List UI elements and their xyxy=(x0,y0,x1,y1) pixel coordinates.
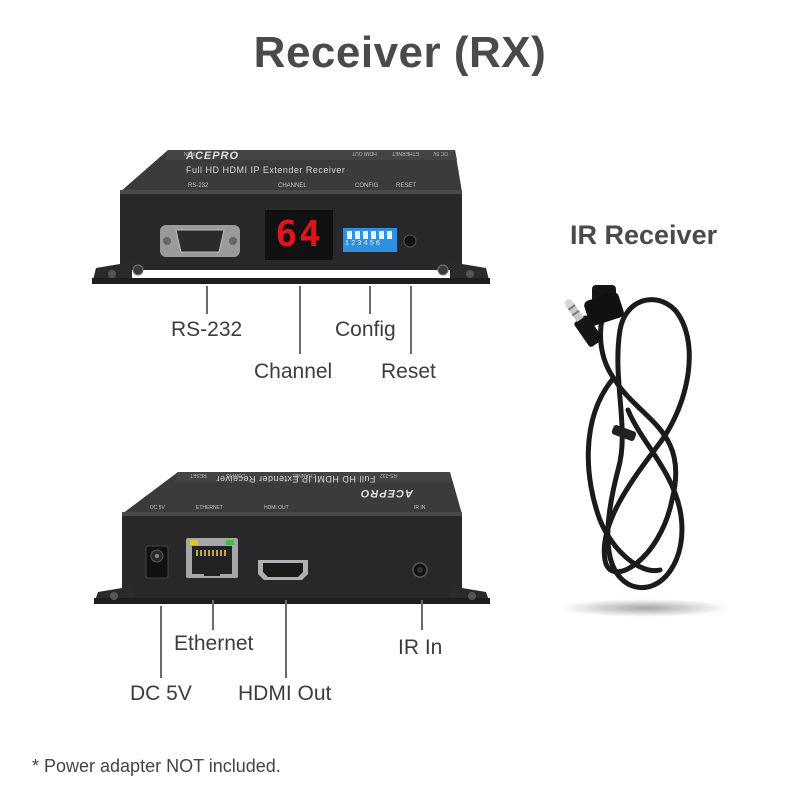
callout-line-hdmi xyxy=(285,600,287,678)
back-brand-logo: ACEPRO xyxy=(360,487,414,499)
front-label-rs232: RS-232 xyxy=(188,183,209,189)
back-top-label-config: CONFIG xyxy=(226,472,246,478)
callout-channel: Channel xyxy=(254,360,333,383)
callout-line-channel xyxy=(299,286,301,354)
callout-line-ethernet xyxy=(212,600,214,630)
callout-rs232: RS-232 xyxy=(171,318,243,341)
power-adapter-footnote: * Power adapter NOT included. xyxy=(32,756,281,776)
front-product-name: Full HD HDMI IP Extender Receiver xyxy=(186,165,346,175)
callout-ethernet: Ethernet xyxy=(174,632,254,655)
front-label-config: CONFIG xyxy=(355,183,379,189)
callout-dc-5v: DC 5V xyxy=(130,682,192,705)
back-label-ir: IR IN xyxy=(414,505,426,511)
callout-reset: Reset xyxy=(381,360,436,383)
back-top-label-rs232: RS-232 xyxy=(380,472,397,478)
callout-line-reset xyxy=(410,286,412,354)
back-label-dc: DC 5V xyxy=(150,505,165,511)
callout-hdmi-out: HDMI Out xyxy=(238,682,332,705)
callout-config: Config xyxy=(335,318,396,341)
callout-line-ir xyxy=(421,600,423,630)
callout-ir-in: IR In xyxy=(398,636,443,659)
back-top-label-channel: CHANNEL xyxy=(292,472,316,478)
channel-display: 64 xyxy=(275,214,323,255)
front-label-reset: RESET xyxy=(396,183,417,189)
page-title: Receiver (RX) xyxy=(253,28,547,77)
front-brand-logo: ACEPRO xyxy=(186,150,240,162)
dip-switch-numbers: 123456 xyxy=(345,240,383,247)
front-label-channel: CHANNEL xyxy=(278,183,307,189)
callout-line-rs232 xyxy=(206,286,208,314)
ir-receiver-title: IR Receiver xyxy=(570,220,718,250)
back-top-label-reset: RESET xyxy=(190,472,207,478)
back-label-ethernet: ETHERNET xyxy=(196,505,223,511)
back-label-hdmi: HDMI OUT xyxy=(264,505,289,511)
callout-line-config xyxy=(369,286,371,314)
callout-line-dc xyxy=(160,606,162,678)
